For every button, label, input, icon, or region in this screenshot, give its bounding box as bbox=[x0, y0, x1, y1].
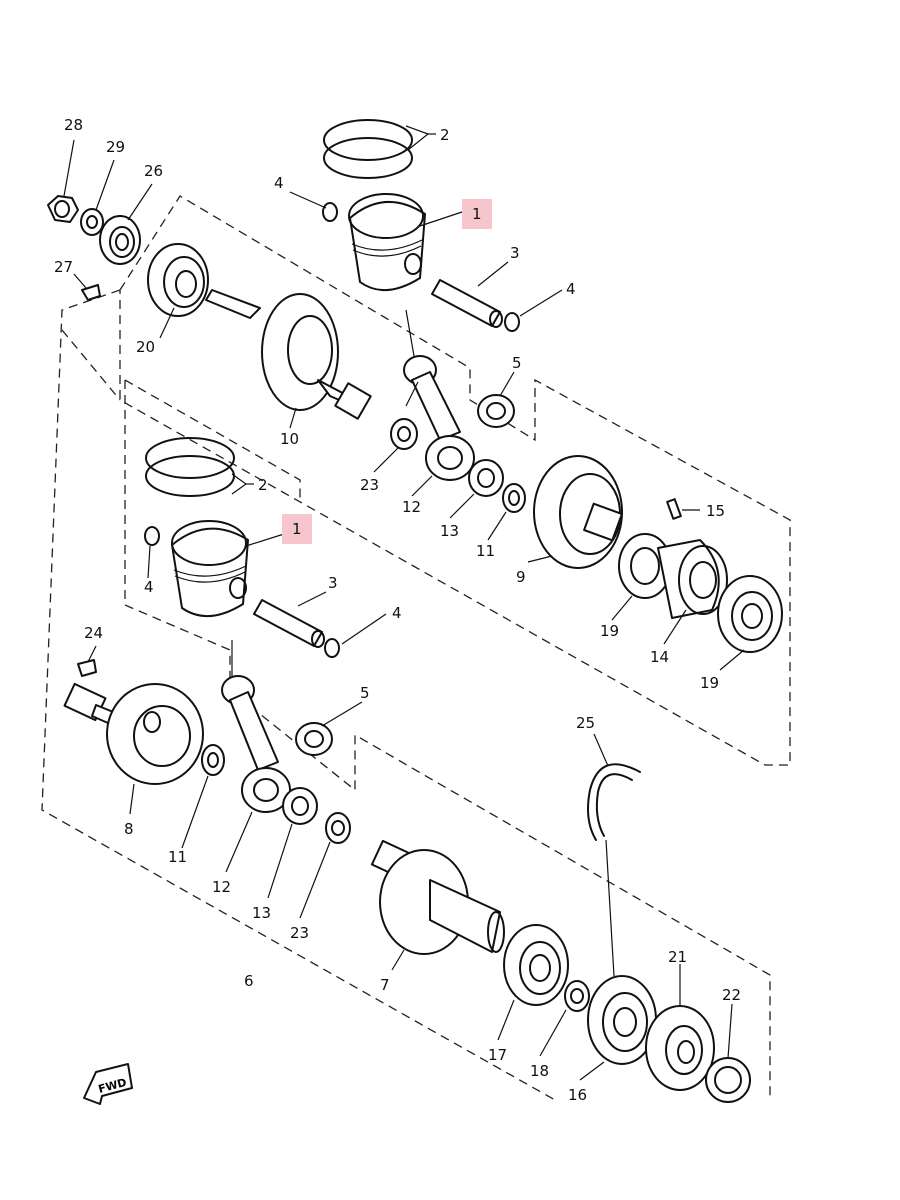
woodruff-key-27 bbox=[81, 284, 101, 301]
label-13-lower: 13 bbox=[252, 904, 271, 922]
lock-washer-29 bbox=[80, 208, 104, 236]
washer-23b bbox=[325, 812, 351, 844]
label-4-lower-right: 4 bbox=[392, 604, 402, 622]
connecting-rod-12b bbox=[221, 675, 291, 813]
label-14: 14 bbox=[650, 648, 669, 666]
label-15: 15 bbox=[706, 502, 725, 520]
label-5-upper: 5 bbox=[512, 354, 522, 372]
label-26: 26 bbox=[144, 162, 163, 180]
bearing-housing-14 bbox=[657, 539, 728, 619]
label-11-lower: 11 bbox=[168, 848, 187, 866]
label-17: 17 bbox=[488, 1046, 507, 1064]
needle-bearing-13a bbox=[468, 459, 504, 497]
bearing-17 bbox=[503, 924, 569, 1006]
needle-bearing-13b bbox=[282, 787, 318, 825]
circlip-25 bbox=[587, 763, 641, 841]
label-10: 10 bbox=[280, 430, 299, 448]
label-2-upper: 2 bbox=[440, 126, 450, 144]
callout-labels: 28 29 26 27 20 10 2 4 1 3 4 5 23 12 13 1… bbox=[54, 116, 741, 1104]
label-21: 21 bbox=[668, 948, 687, 966]
needle-bearing-5a bbox=[477, 394, 515, 428]
label-23-lower: 23 bbox=[290, 924, 309, 942]
piston-1b bbox=[171, 520, 249, 618]
crank-wheel-9 bbox=[533, 455, 623, 569]
label-20: 20 bbox=[136, 338, 155, 356]
piston-rings-2b bbox=[145, 437, 235, 497]
label-19-right: 19 bbox=[700, 674, 719, 692]
crank-half-8 bbox=[63, 682, 204, 785]
label-16: 16 bbox=[568, 1086, 587, 1104]
clip-4b bbox=[504, 312, 520, 332]
clip-4a bbox=[322, 202, 338, 222]
washer-23a bbox=[390, 418, 418, 450]
label-6: 6 bbox=[244, 972, 254, 990]
oil-seal-26 bbox=[99, 215, 141, 265]
piston-pin-3b bbox=[253, 599, 325, 648]
washer-11a bbox=[502, 483, 526, 513]
piston-pin-3a bbox=[431, 279, 503, 328]
bearing-20 bbox=[147, 243, 209, 317]
label-22: 22 bbox=[722, 986, 741, 1004]
label-19-left: 19 bbox=[600, 622, 619, 640]
washer-11b bbox=[201, 744, 225, 776]
sprocket-22 bbox=[705, 1057, 751, 1103]
label-28: 28 bbox=[64, 116, 83, 134]
oil-seal-21 bbox=[645, 1005, 715, 1091]
bearing-19b bbox=[717, 575, 783, 653]
highlight-part-1-lower bbox=[282, 514, 312, 544]
label-4-upper-right: 4 bbox=[566, 280, 576, 298]
label-4-upper-left: 4 bbox=[274, 174, 284, 192]
label-29: 29 bbox=[106, 138, 125, 156]
label-11-upper: 11 bbox=[476, 542, 495, 560]
label-13-upper: 13 bbox=[440, 522, 459, 540]
label-1-upper: 1 bbox=[472, 205, 482, 223]
connecting-rod-12a bbox=[403, 355, 475, 481]
label-24: 24 bbox=[84, 624, 103, 642]
label-12-upper: 12 bbox=[402, 498, 421, 516]
label-5-lower: 5 bbox=[360, 684, 370, 702]
woodruff-key-24 bbox=[77, 659, 97, 677]
washer-18 bbox=[564, 980, 590, 1012]
label-3-upper: 3 bbox=[510, 244, 520, 262]
label-12-lower: 12 bbox=[212, 878, 231, 896]
leader-lines bbox=[63, 125, 745, 1081]
forward-arrow-icon: FWD bbox=[83, 1063, 133, 1105]
nut-28 bbox=[47, 195, 79, 223]
needle-bearing-5b bbox=[295, 722, 333, 756]
label-18: 18 bbox=[530, 1062, 549, 1080]
label-25: 25 bbox=[576, 714, 595, 732]
pin-15 bbox=[666, 498, 682, 520]
label-4-lower-left: 4 bbox=[144, 578, 154, 596]
label-8: 8 bbox=[124, 820, 134, 838]
crank-half-7 bbox=[370, 839, 505, 955]
label-3-lower: 3 bbox=[328, 574, 338, 592]
label-1-lower: 1 bbox=[292, 520, 302, 538]
crank-half-10 bbox=[205, 289, 372, 420]
highlight-part-1-upper bbox=[462, 199, 492, 229]
clip-4c bbox=[144, 526, 160, 546]
piston-rings-2a bbox=[323, 119, 413, 179]
label-9: 9 bbox=[516, 568, 526, 586]
label-23-upper: 23 bbox=[360, 476, 379, 494]
label-7: 7 bbox=[380, 976, 390, 994]
label-27: 27 bbox=[54, 258, 73, 276]
piston-1a bbox=[348, 193, 426, 292]
clip-4d bbox=[324, 638, 340, 658]
label-2-lower: 2 bbox=[258, 476, 268, 494]
